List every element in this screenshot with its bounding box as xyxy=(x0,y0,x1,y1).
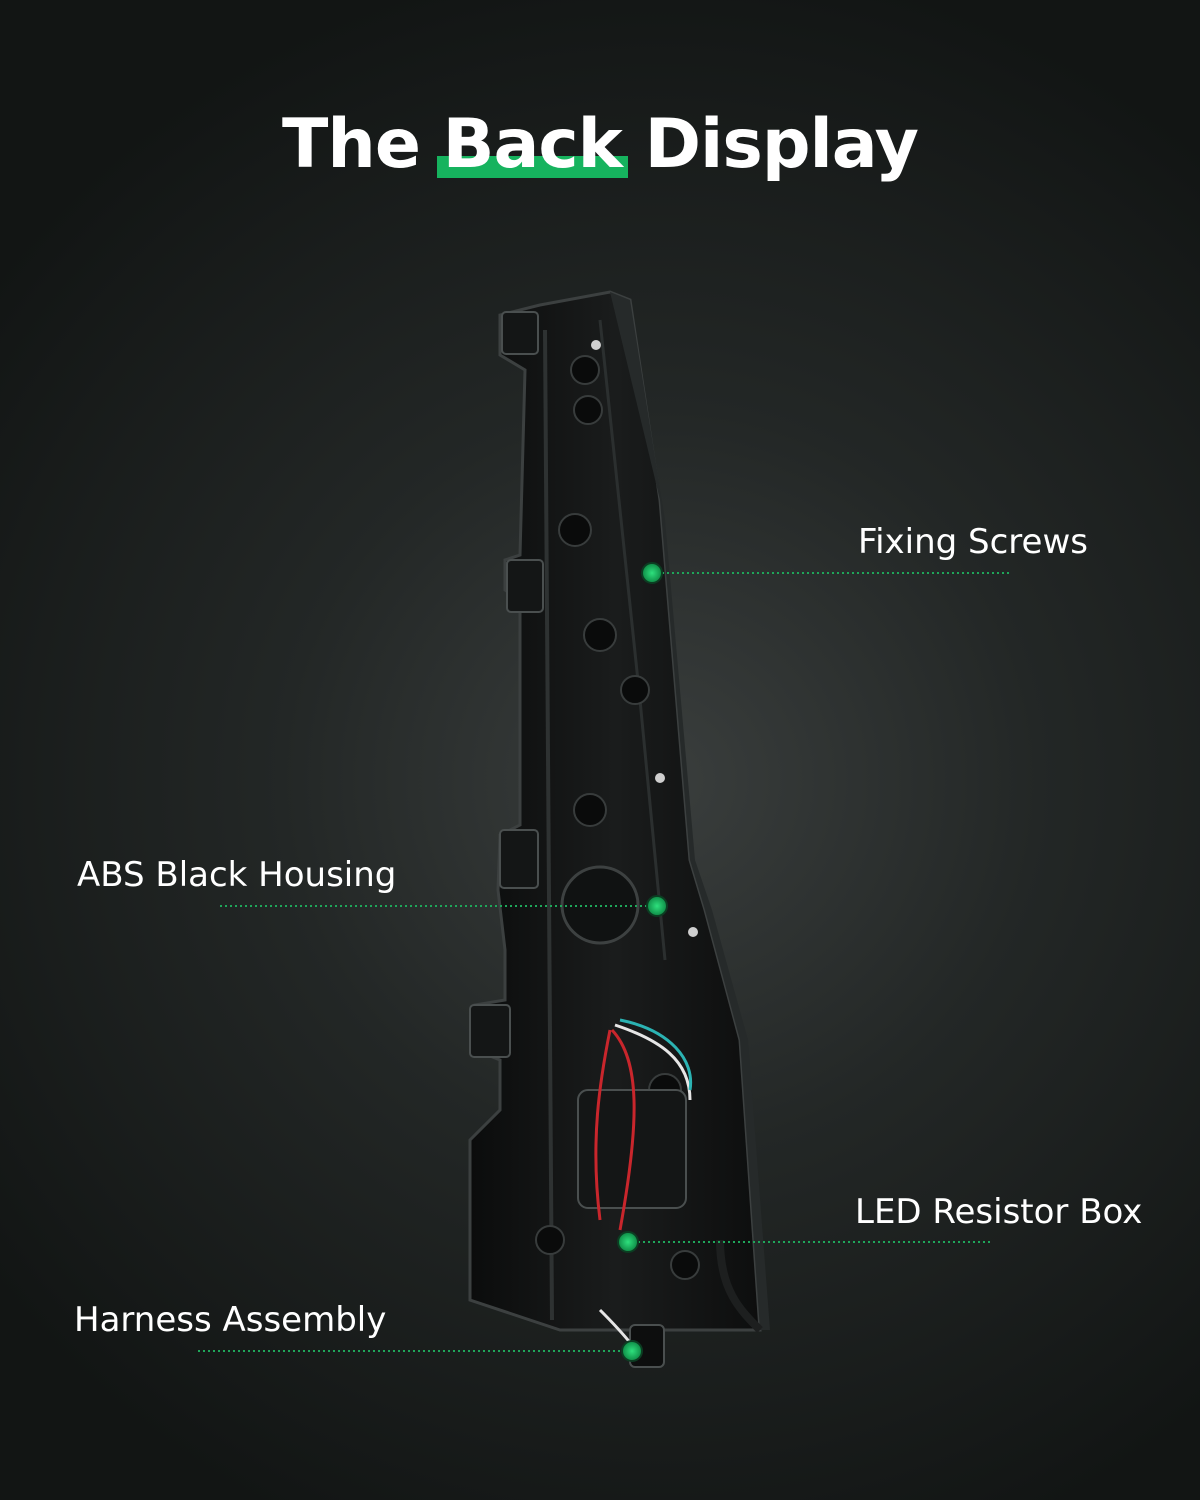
title-highlight-back: Back xyxy=(436,105,629,184)
harness-cable xyxy=(716,1239,763,1333)
wire-teal xyxy=(619,1018,693,1091)
housing-rib-left xyxy=(543,329,554,1321)
mount-tab-mid-2 xyxy=(499,829,539,889)
label-harness: Harness Assembly xyxy=(74,1300,387,1340)
socket-4 xyxy=(583,618,617,652)
title-word-display: Display xyxy=(644,105,919,184)
label-fixing-screws: Fixing Screws xyxy=(858,522,1088,562)
label-led-resistor: LED Resistor Box xyxy=(855,1192,1143,1232)
socket-1 xyxy=(570,355,600,385)
screw-3 xyxy=(688,927,698,937)
mount-tab-top xyxy=(501,311,539,355)
wire-red xyxy=(594,1029,612,1221)
socket-5 xyxy=(620,675,650,705)
title-word-the: The xyxy=(282,105,421,184)
callout-dot-harness xyxy=(621,1340,643,1362)
socket-6 xyxy=(573,793,607,827)
screw-2 xyxy=(655,773,665,783)
callout-dot-abs-housing xyxy=(646,895,668,917)
wire-red-2 xyxy=(610,1028,636,1231)
mount-tab-side xyxy=(469,1004,511,1058)
socket-3 xyxy=(558,513,592,547)
lens-edge xyxy=(610,292,770,1330)
callout-dot-led-resistor xyxy=(617,1231,639,1253)
socket-2 xyxy=(573,395,603,425)
socket-8 xyxy=(535,1225,565,1255)
wire-white xyxy=(614,1023,692,1101)
socket-9 xyxy=(670,1250,700,1280)
callout-dot-fixing-screws xyxy=(641,562,663,584)
page-title: The Back Display xyxy=(0,105,1200,184)
label-abs-housing: ABS Black Housing xyxy=(77,855,397,895)
mount-tab-mid-1 xyxy=(506,559,544,613)
screw-1 xyxy=(591,340,601,350)
